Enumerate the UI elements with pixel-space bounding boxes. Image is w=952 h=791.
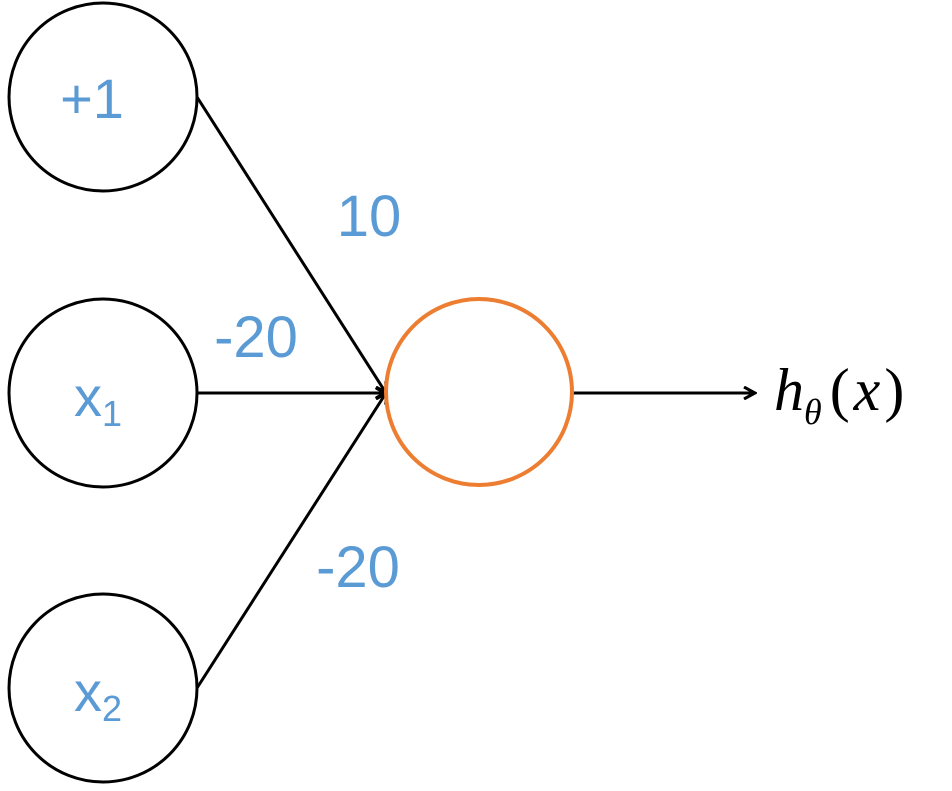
x2-label-subscript: 2 bbox=[102, 688, 122, 729]
edge-x2-to-neuron bbox=[195, 393, 386, 689]
bias-node-label: +1 bbox=[60, 67, 124, 130]
neuron-node bbox=[384, 297, 574, 487]
x1-node-label: x1 bbox=[74, 365, 122, 434]
weight-label-x1: -20 bbox=[214, 305, 298, 370]
output-h: h bbox=[774, 357, 804, 423]
output-x: x bbox=[853, 357, 881, 423]
weight-label-x2: -20 bbox=[316, 535, 400, 600]
input-node-x1 bbox=[7, 297, 199, 489]
output-open-paren: ( bbox=[830, 357, 850, 423]
x1-label-subscript: 1 bbox=[102, 393, 122, 434]
x2-label-main: x bbox=[74, 660, 102, 723]
weight-label-bias: 10 bbox=[337, 184, 402, 249]
output-theta: θ bbox=[804, 392, 822, 432]
output-close-paren: ) bbox=[884, 357, 904, 423]
output-hypothesis-label: hθ(x) bbox=[774, 357, 904, 432]
edge-bias-to-neuron bbox=[195, 96, 386, 393]
input-node-x2 bbox=[7, 592, 199, 784]
x2-node-label: x2 bbox=[74, 660, 122, 729]
input-node-bias bbox=[7, 1, 199, 193]
x1-label-main: x bbox=[74, 365, 102, 428]
